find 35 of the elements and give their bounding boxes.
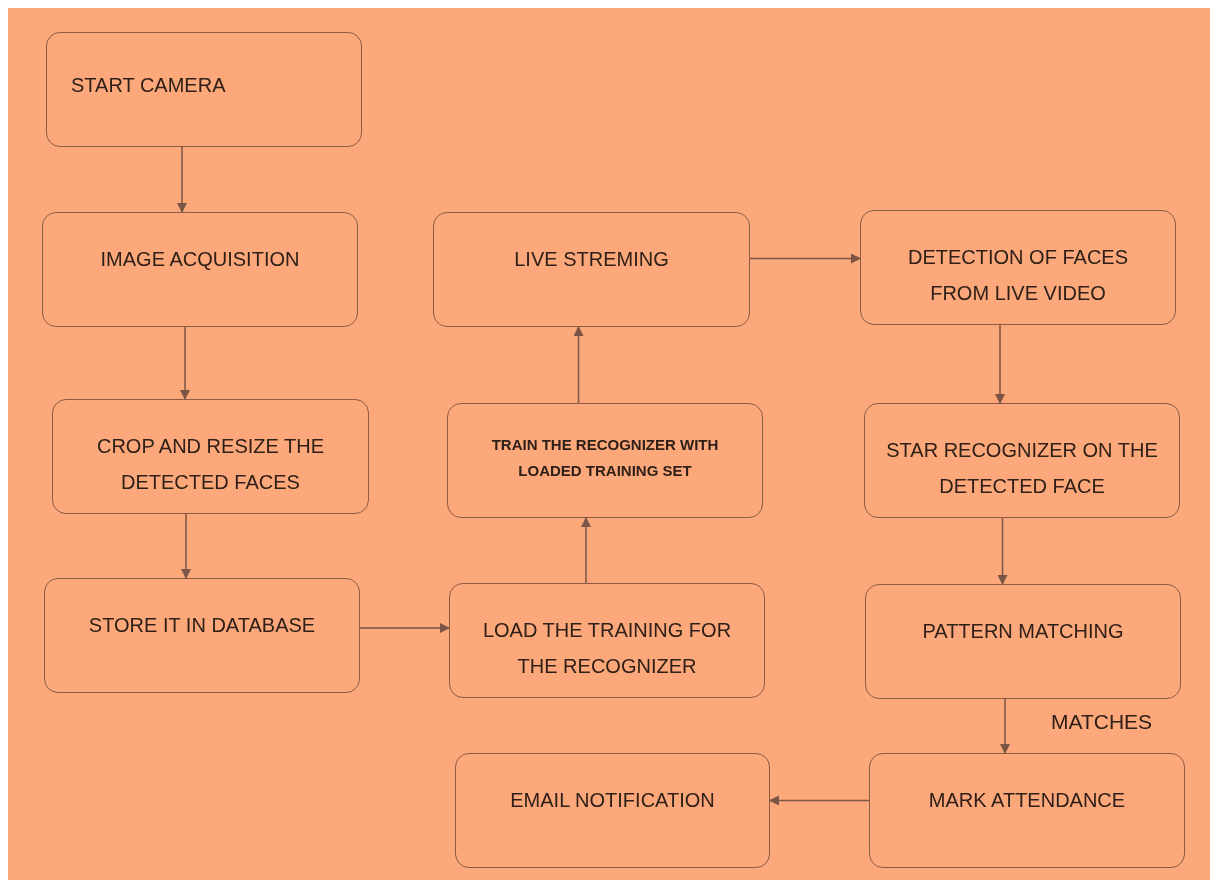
process-box <box>864 403 1180 518</box>
process-box <box>455 753 770 868</box>
process-box <box>52 399 369 514</box>
process-box <box>869 753 1185 868</box>
step-label: EMAIL NOTIFICATION <box>510 788 715 813</box>
arrow <box>359 623 450 633</box>
step-label: TRAIN THE RECOGNIZER WITH LOADED TRAINING SET <box>490 435 720 481</box>
arrow <box>769 795 870 806</box>
step-label: IMAGE ACQUISITION <box>100 247 300 272</box>
arrow <box>180 326 190 400</box>
step-label: LIVE STREMING <box>514 247 669 272</box>
process-box <box>449 583 765 698</box>
process-box <box>433 212 750 327</box>
step-label: STORE IT IN DATABASE <box>88 613 316 638</box>
arrow <box>573 326 584 404</box>
step-label: PATTERN MATCHING <box>922 619 1124 644</box>
process-box <box>865 584 1181 699</box>
process-box <box>44 578 360 693</box>
arrow <box>181 513 191 579</box>
arrow <box>177 146 187 213</box>
arrow <box>581 517 591 584</box>
step-label: CROP AND RESIZE THE DETECTED FACES <box>95 434 326 495</box>
process-box <box>860 210 1176 325</box>
step-label: STAR RECOGNIZER ON THE DETECTED FACE <box>885 438 1159 499</box>
step-label: LOAD THE TRAINING FOR THE RECOGNIZER <box>481 618 733 679</box>
arrow <box>1000 698 1010 754</box>
process-box <box>447 403 763 518</box>
step-label: MARK ATTENDANCE <box>928 788 1126 813</box>
arrow <box>997 517 1008 585</box>
arrow <box>749 253 861 264</box>
step-label: START CAMERA <box>71 73 226 98</box>
process-box <box>46 32 362 147</box>
step-label: DETECTION OF FACES FROM LIVE VIDEO <box>907 245 1129 306</box>
arrow <box>995 324 1005 404</box>
process-box <box>42 212 358 327</box>
